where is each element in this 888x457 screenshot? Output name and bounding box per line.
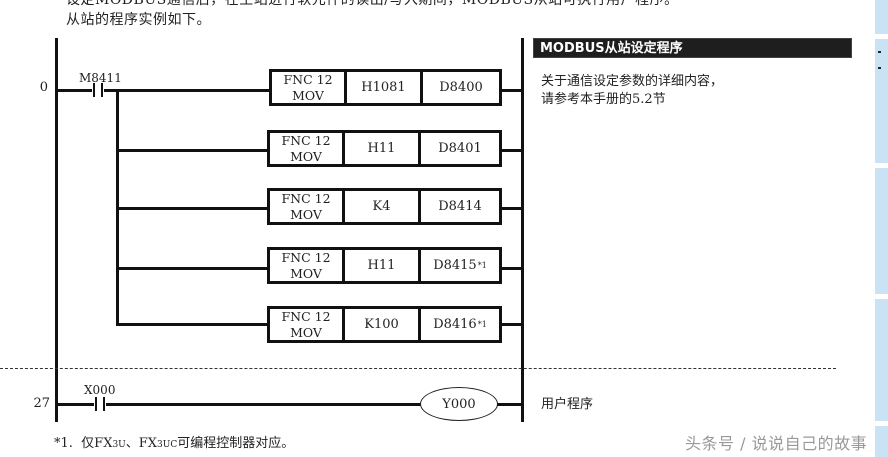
fnc-mnemonic: MOV [290, 324, 322, 340]
step-number: 27 [33, 396, 50, 411]
rung-wire [497, 403, 523, 406]
dest-operand: D8414 [421, 191, 499, 222]
normally-open-contact-icon[interactable] [94, 397, 106, 411]
fnc-number: FNC 12 [281, 132, 331, 148]
dest-operand: D8400 [423, 72, 499, 103]
footnote: *1. 仅FX3U、FX3UC可编程控制器对应。 [54, 432, 294, 451]
fnc-mnemonic: MOV [290, 148, 322, 164]
rung-wire [501, 323, 523, 326]
footnote-marker: *1. [54, 436, 73, 451]
index-tab[interactable] [875, 168, 888, 294]
dest-operand: D8416*1 [421, 309, 499, 340]
right-power-rail [521, 38, 524, 422]
footnote-text-suffix: 可编程控制器对应。 [177, 436, 295, 451]
fnc-number: FNC 12 [281, 190, 331, 206]
source-operand: K4 [345, 191, 421, 222]
rung-wire [501, 267, 523, 270]
source-operand: H11 [345, 250, 421, 281]
note-line-2: 请参考本手册的5.2节 [541, 92, 666, 107]
branch-wire [116, 267, 268, 270]
footnote-sub-2: 3UC [157, 440, 178, 450]
note-line-1: 关于通信设定参数的详细内容， [541, 74, 724, 89]
footnote-ref: *1 [477, 261, 487, 270]
branch-wire [116, 207, 268, 210]
step-number: 0 [39, 80, 48, 95]
fnc-mnemonic: MOV [292, 87, 324, 103]
dest-device: D8414 [438, 199, 482, 214]
contact-label: M8411 [79, 71, 122, 85]
index-tab[interactable] [875, 426, 888, 457]
left-power-rail [55, 38, 58, 422]
rung-wire [501, 89, 523, 92]
rung-wire [501, 149, 523, 152]
branch-wire [116, 323, 268, 326]
index-tab[interactable] [875, 0, 888, 34]
source-operand: H1081 [347, 72, 423, 103]
dest-device: D8400 [439, 80, 483, 95]
fnc-mnemonic: MOV [290, 265, 322, 281]
section-header: MODBUS从站设定程序 [533, 38, 852, 58]
fnc-mnemonic: MOV [290, 206, 322, 222]
tab-mark [878, 51, 881, 53]
output-coil[interactable]: Y000 [420, 387, 498, 421]
fnc-number: FNC 12 [281, 249, 331, 265]
source-operand: H11 [345, 133, 421, 164]
dest-operand: D8415*1 [421, 250, 499, 281]
watermark: 头条号 / 说说自己的故事 [685, 434, 868, 453]
contact-label: X000 [84, 383, 116, 397]
fnc-number: FNC 12 [283, 71, 333, 87]
footnote-text-mid: 、FX [125, 436, 158, 451]
intro-line-2: 从站的程序实例如下。 [66, 12, 211, 28]
tab-mark [878, 67, 881, 69]
intro-line-1: 设定MODBUS通信后，在主站进行软元件的读出/写入期间，MODBUS从站可执行… [66, 0, 679, 8]
index-tab[interactable] [875, 39, 888, 163]
index-tab[interactable] [875, 299, 888, 421]
normally-open-contact-icon[interactable] [92, 83, 104, 97]
section-divider [0, 368, 836, 369]
dest-device: D8401 [438, 141, 482, 156]
branch-wire [116, 149, 268, 152]
footnote-text-prefix: 仅FX [81, 436, 113, 451]
footnote-sub-1: 3U [112, 440, 126, 450]
rung-wire [58, 403, 94, 406]
source-operand: K100 [345, 309, 421, 340]
dest-operand: D8401 [421, 133, 499, 164]
rung-wire [104, 89, 270, 92]
rung-wire [106, 403, 422, 406]
user-program-label: 用户程序 [541, 397, 594, 412]
dest-device: D8415 [433, 258, 477, 273]
dest-device: D8416 [433, 317, 477, 332]
rung-wire [58, 89, 92, 92]
rung-wire [501, 207, 523, 210]
footnote-ref: *1 [477, 320, 487, 329]
fnc-number: FNC 12 [281, 308, 331, 324]
